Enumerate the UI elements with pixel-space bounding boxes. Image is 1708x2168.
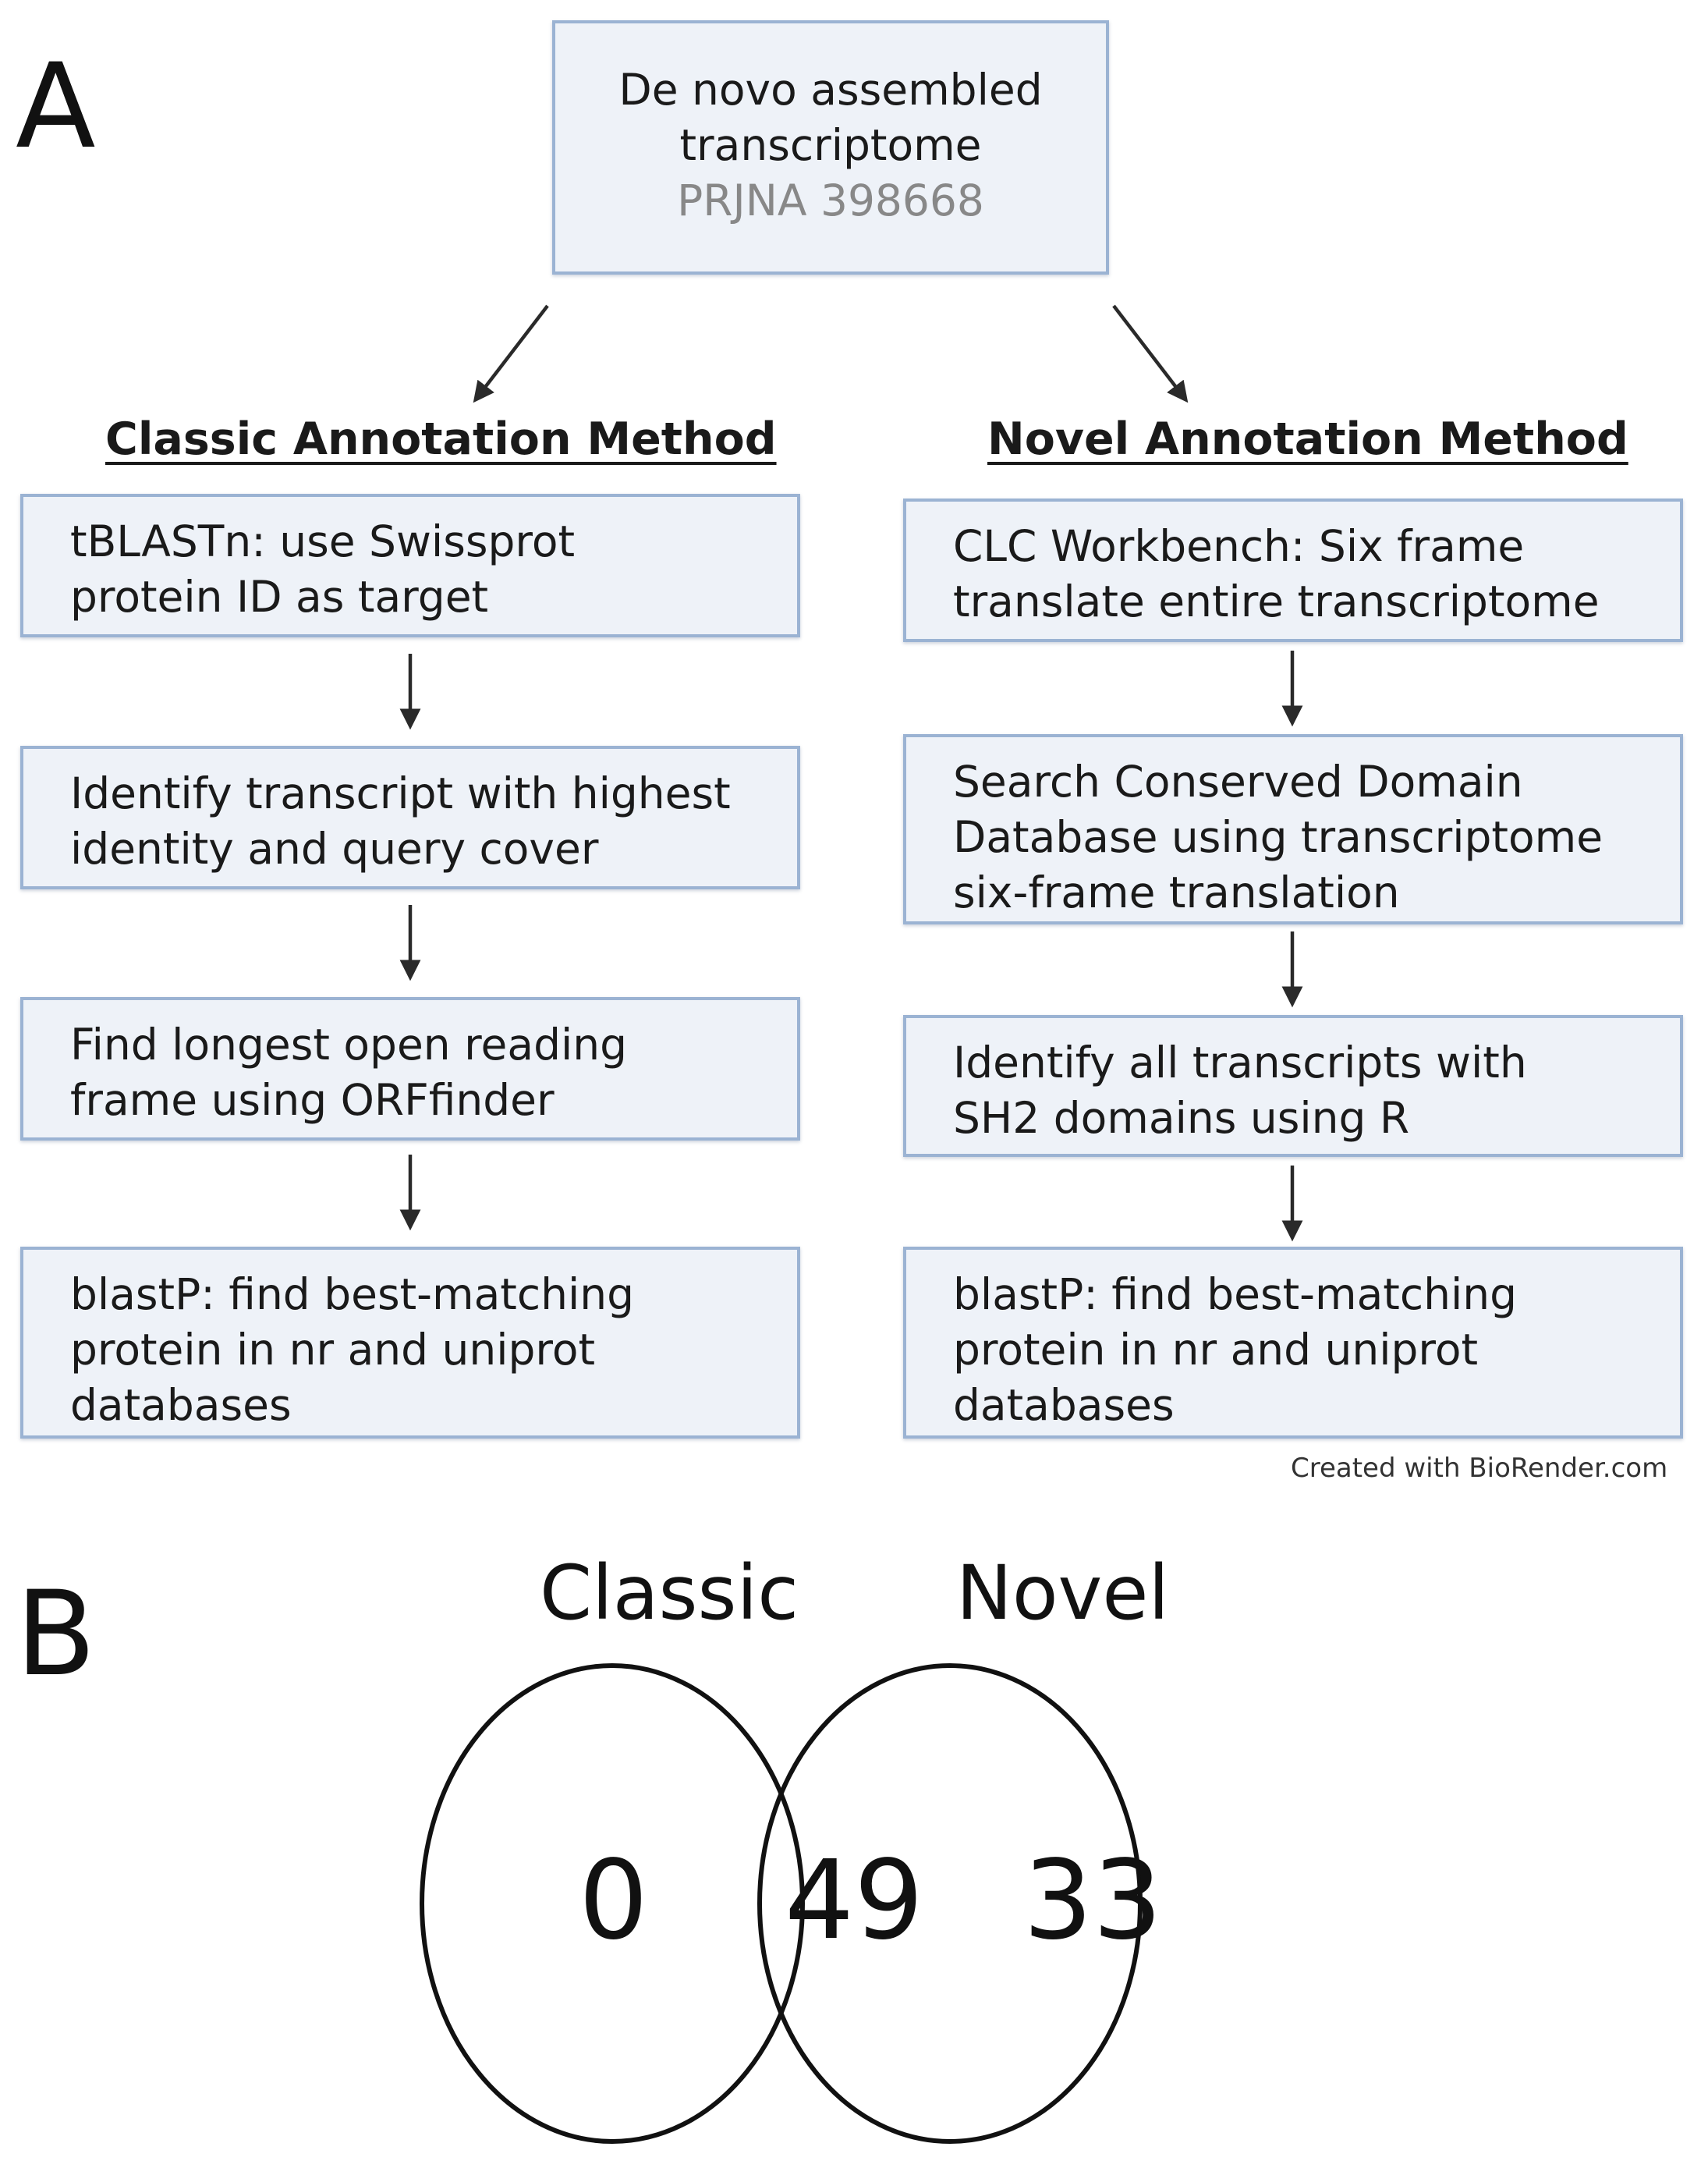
novel-method-heading: Novel Annotation Method [987, 413, 1628, 465]
source-box-text: De novo assembled transcriptome PRJNA 39… [555, 62, 1106, 229]
classic-step-2-box: Identify transcript with highest identit… [20, 746, 800, 889]
novel-step-3-box: Identify all transcripts with SH2 domain… [903, 1015, 1683, 1157]
classic-method-heading: Classic Annotation Method [105, 413, 777, 465]
novel-step-2-text: Search Conserved Domain Database using t… [953, 757, 1603, 917]
novel-step-1-text: CLC Workbench: Six frame translate entir… [953, 521, 1600, 626]
classic-step-3-text: Find longest open reading frame using OR… [70, 1020, 628, 1125]
source-box-accession: PRJNA 398668 [677, 176, 984, 225]
novel-step-4-box: blastP: find best-matching protein in nr… [903, 1247, 1683, 1439]
source-box-line2: transcriptome [679, 120, 982, 170]
novel-step-2-box: Search Conserved Domain Database using t… [903, 734, 1683, 924]
arrow-to-novel [1112, 304, 1189, 403]
classic-step-4-text: blastP: find best-matching protein in nr… [70, 1269, 635, 1430]
panel-a-letter: A [16, 39, 96, 175]
venn-classic-circle [420, 1663, 805, 2144]
flow-arrows [399, 304, 1303, 1242]
venn-novel-circle [757, 1663, 1143, 2144]
classic-step-1-box: tBLASTn: use Swissprot protein ID as tar… [20, 494, 800, 637]
classic-step-1-text: tBLASTn: use Swissprot protein ID as tar… [70, 516, 576, 622]
venn-novel-label: Novel [956, 1549, 1170, 1637]
venn-classic-label: Classic [540, 1549, 799, 1637]
novel-step-1-box: CLC Workbench: Six frame translate entir… [903, 499, 1683, 642]
classic-step-2-text: Identify transcript with highest identit… [70, 768, 731, 874]
source-box-line1: De novo assembled [618, 65, 1043, 115]
panel-b-letter: B [16, 1567, 96, 1702]
venn-overlap-count: 49 [785, 1837, 924, 1964]
classic-step-4-box: blastP: find best-matching protein in nr… [20, 1247, 800, 1439]
source-transcriptome-box: De novo assembled transcriptome PRJNA 39… [552, 20, 1109, 275]
novel-step-3-text: Identify all transcripts with SH2 domain… [953, 1038, 1527, 1143]
biorender-credit: Created with BioRender.com [1291, 1453, 1668, 1484]
venn-classic-only-count: 0 [579, 1837, 649, 1964]
venn-novel-only-count: 33 [1023, 1837, 1163, 1964]
arrow-to-classic [473, 304, 549, 403]
novel-step-4-text: blastP: find best-matching protein in nr… [953, 1269, 1518, 1430]
classic-step-3-box: Find longest open reading frame using OR… [20, 997, 800, 1141]
